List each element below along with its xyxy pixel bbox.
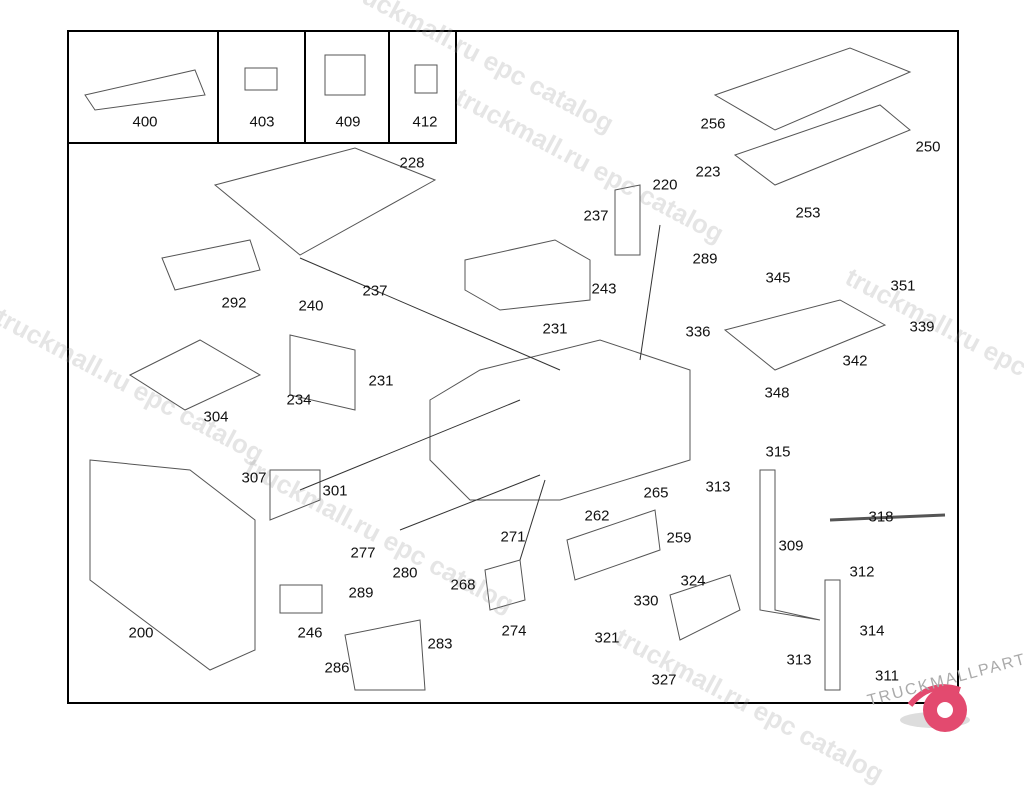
part-callout-246[interactable]: 246 (297, 624, 323, 642)
part-callout-262[interactable]: 262 (584, 507, 610, 525)
part-callout-289[interactable]: 289 (692, 250, 718, 268)
part-callout-345[interactable]: 345 (765, 269, 791, 287)
part-callout-321[interactable]: 321 (594, 629, 620, 647)
part-callout-289[interactable]: 289 (348, 584, 374, 602)
parts-illustration (84, 47, 946, 691)
part-callout-286[interactable]: 286 (324, 659, 350, 677)
part-callout-271[interactable]: 271 (500, 528, 526, 546)
part-callout-283[interactable]: 283 (427, 635, 453, 653)
part-callout-301[interactable]: 301 (322, 482, 348, 500)
part-callout-309[interactable]: 309 (778, 537, 804, 555)
inset-cell-400 (67, 30, 219, 144)
part-callout-315[interactable]: 315 (765, 443, 791, 461)
part-callout-292[interactable]: 292 (221, 294, 247, 312)
part-callout-237[interactable]: 237 (362, 282, 388, 300)
part-callout-336[interactable]: 336 (685, 323, 711, 341)
part-callout-277[interactable]: 277 (350, 544, 376, 562)
part-callout-314[interactable]: 314 (859, 622, 885, 640)
part-callout-311[interactable]: 311 (875, 667, 899, 685)
inset-cell-409 (306, 30, 390, 144)
part-callout-330[interactable]: 330 (633, 592, 659, 610)
inset-cell-412 (390, 30, 457, 144)
part-callout-234[interactable]: 234 (286, 391, 312, 409)
part-callout-304[interactable]: 304 (203, 408, 229, 426)
part-sketches (84, 47, 946, 691)
part-callout-400[interactable]: 400 (132, 113, 158, 131)
part-callout-280[interactable]: 280 (392, 564, 418, 582)
part-callout-220[interactable]: 220 (652, 176, 678, 194)
part-callout-240[interactable]: 240 (298, 297, 324, 315)
part-callout-268[interactable]: 268 (450, 576, 476, 594)
diagram-frame (67, 30, 959, 704)
inset-cell-403 (219, 30, 306, 144)
part-callout-243[interactable]: 243 (591, 280, 617, 298)
part-callout-274[interactable]: 274 (501, 622, 527, 640)
part-callout-324[interactable]: 324 (680, 572, 706, 590)
part-callout-231[interactable]: 231 (542, 320, 568, 338)
part-callout-312[interactable]: 312 (849, 563, 875, 581)
part-callout-223[interactable]: 223 (695, 163, 721, 181)
part-callout-228[interactable]: 228 (399, 154, 425, 172)
part-callout-307[interactable]: 307 (241, 469, 267, 487)
part-callout-339[interactable]: 339 (909, 318, 935, 336)
part-callout-409[interactable]: 409 (335, 113, 361, 131)
part-callout-403[interactable]: 403 (249, 113, 275, 131)
part-callout-327[interactable]: 327 (651, 671, 677, 689)
leader-lines (299, 224, 661, 561)
gear-icon (900, 684, 970, 732)
part-callout-313[interactable]: 313 (786, 651, 812, 669)
part-callout-237[interactable]: 237 (583, 207, 609, 225)
part-callout-313[interactable]: 313 (705, 478, 731, 496)
part-callout-351[interactable]: 351 (890, 277, 916, 295)
part-callout-348[interactable]: 348 (764, 384, 790, 402)
part-callout-259[interactable]: 259 (666, 529, 692, 547)
part-callout-342[interactable]: 342 (842, 352, 868, 370)
part-callout-200[interactable]: 200 (128, 624, 154, 642)
part-callout-253[interactable]: 253 (795, 204, 821, 222)
part-callout-250[interactable]: 250 (915, 138, 941, 156)
part-callout-231[interactable]: 231 (368, 372, 394, 390)
part-callout-412[interactable]: 412 (412, 113, 438, 131)
part-callout-265[interactable]: 265 (643, 484, 669, 502)
part-callout-318[interactable]: 318 (868, 508, 894, 526)
logo: TRUCKMALLPARTS (860, 647, 1024, 750)
part-callout-256[interactable]: 256 (700, 115, 726, 133)
